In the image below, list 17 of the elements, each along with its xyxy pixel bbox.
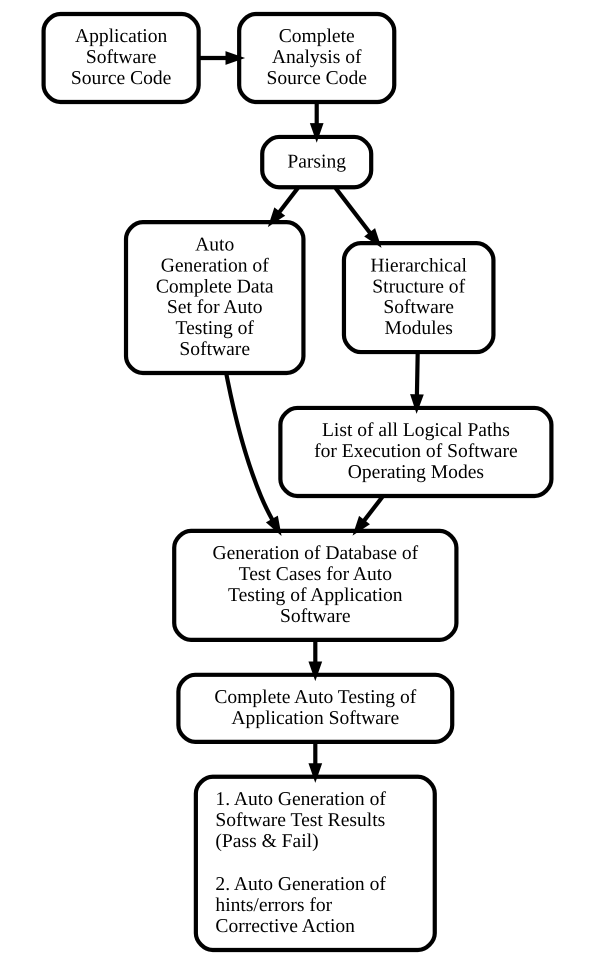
node-box: Hierarchical Structure of Software Modules xyxy=(342,241,496,354)
node-box: List of all Logical Paths for Execution of Software Operating Modes xyxy=(278,406,554,498)
node-box: Complete Analysis of Source Code xyxy=(237,12,396,104)
node-box: Complete Auto Testing of Application Software xyxy=(176,672,454,744)
node-box: Parsing xyxy=(260,134,374,190)
arrow xyxy=(198,51,246,65)
node-box: Application Software Source Code xyxy=(42,12,201,104)
arrow xyxy=(310,102,324,143)
arrow xyxy=(308,742,322,783)
node-box: Generation of Database of Test Cases for Auto Testing of Application Software xyxy=(172,528,459,642)
arrow xyxy=(410,352,424,414)
arrow xyxy=(268,186,300,228)
node-box: Auto Generation of Complete Data Set for Auto Testing of Software xyxy=(124,220,306,376)
arrow xyxy=(224,372,282,536)
node-box: 1. Auto Generation of Software Test Results (Pass & Fail) 2. Auto Generation of hints/errors for Corrective Action xyxy=(194,774,437,952)
arrow xyxy=(308,640,322,682)
arrow xyxy=(334,186,382,248)
